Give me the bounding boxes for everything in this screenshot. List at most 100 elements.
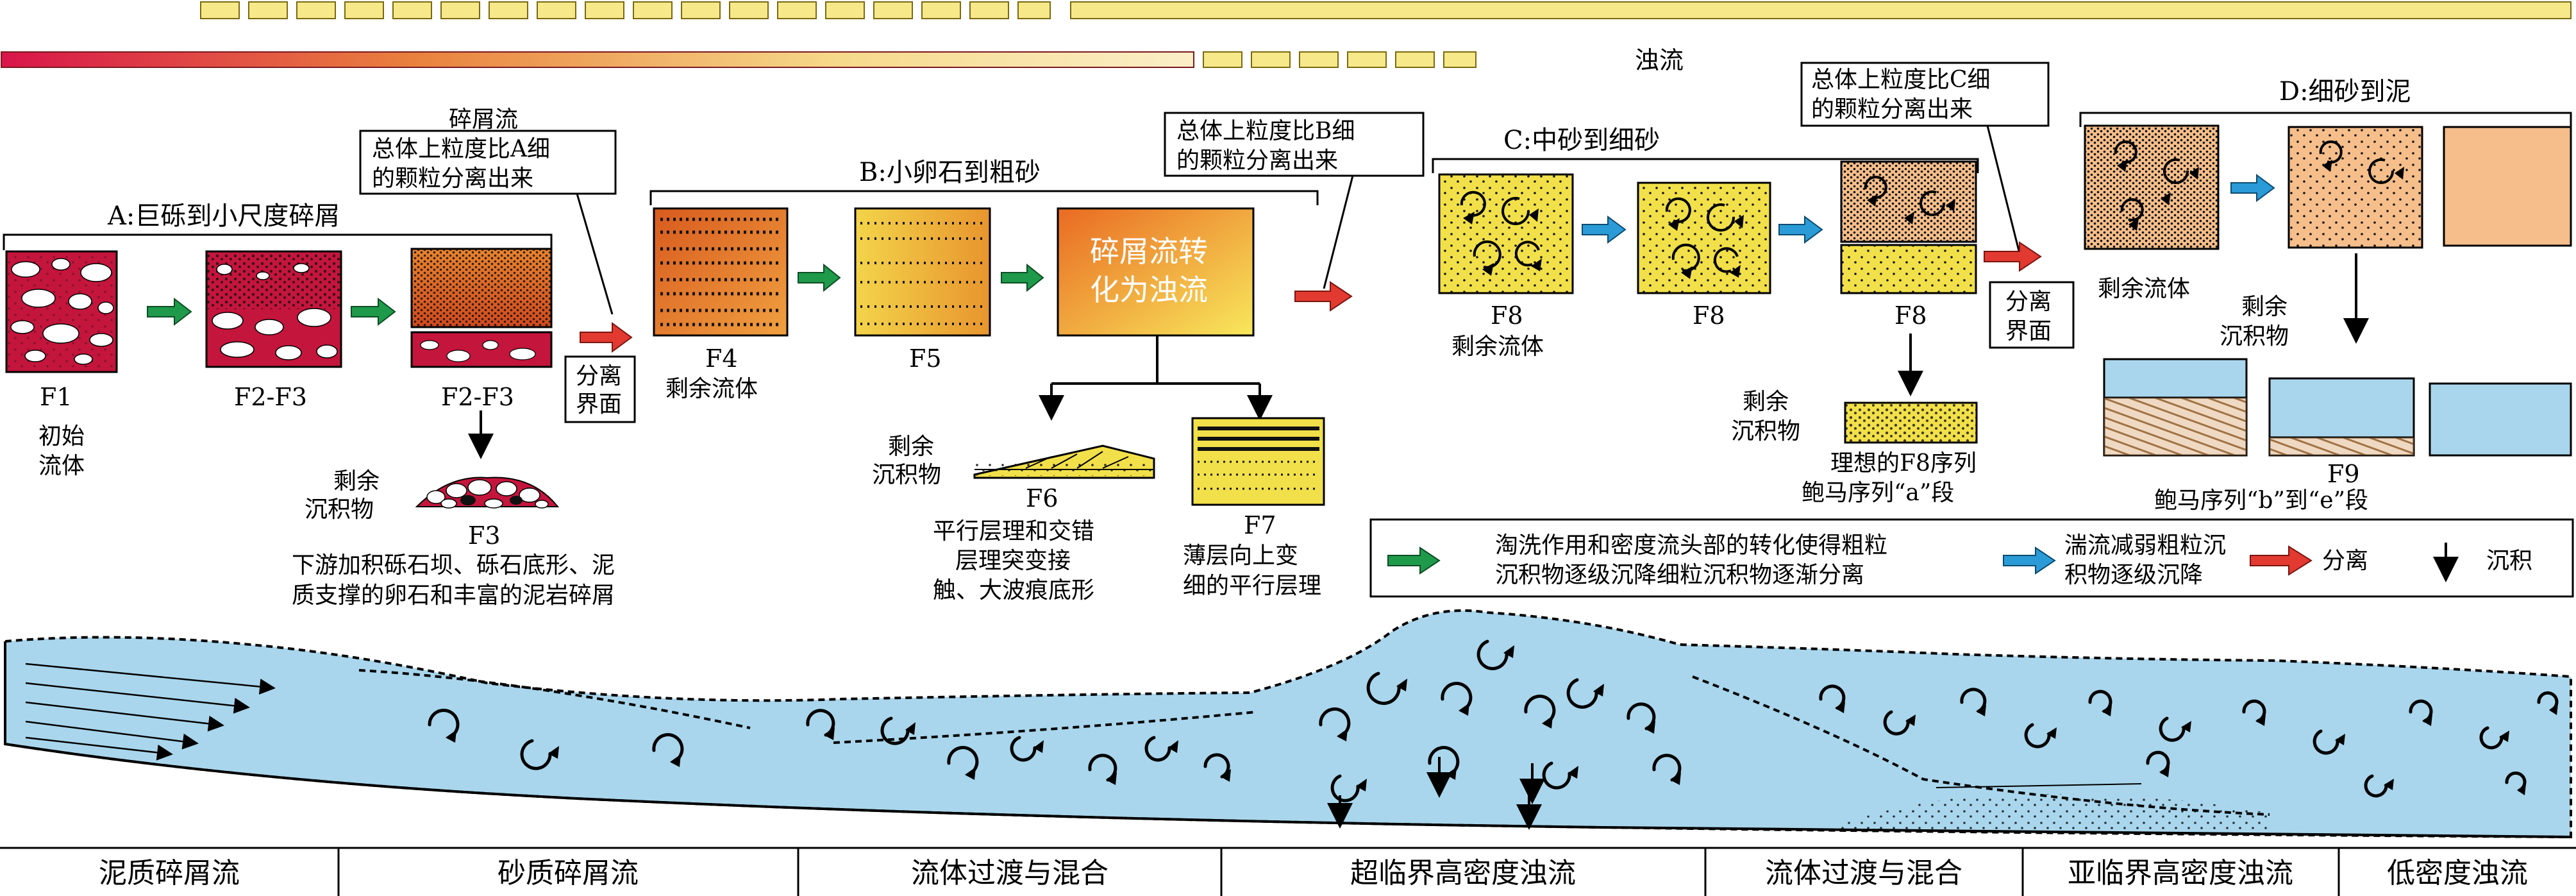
f7-box: [1191, 417, 1325, 506]
legend-red-text: 分离: [2322, 548, 2368, 574]
f7-desc-line1: 薄层向上变: [1183, 543, 1298, 569]
f9-label: F9: [2327, 460, 2360, 488]
blue-arrow-1: [1582, 216, 1627, 244]
legend-box: 淘洗作用和密度流头部的转化使得粗粒 沉积物逐级沉降细粒沉积物逐渐分离 湍流减弱粗…: [1369, 518, 2574, 598]
debris-flow-title: 碎屑流: [449, 106, 518, 133]
f6-label: F6: [1026, 484, 1058, 512]
svg-text:界面: 界面: [576, 391, 622, 418]
flow-body: [4, 609, 2572, 839]
svg-text:分离: 分离: [2005, 289, 2052, 315]
f8-residual-line1: 剩余: [1743, 389, 1789, 415]
f9-block-3: [2429, 382, 2572, 457]
f8-label-c: F8: [1894, 301, 1927, 330]
f8-label-b: F8: [1693, 301, 1725, 330]
svg-text:化为浊流: 化为浊流: [1090, 273, 1208, 307]
svg-text:的颗粒分离出来: 的颗粒分离出来: [1811, 96, 1973, 123]
svg-text:总体上粒度比B细: 总体上粒度比B细: [1176, 118, 1355, 144]
f9-block-2: [2268, 377, 2415, 457]
legend-blue-arrow: [2003, 546, 2056, 575]
f1-desc-line2: 流体: [38, 453, 85, 479]
legend-red-arrow: [2250, 545, 2313, 576]
f6-desc-line1: 平行层理和交错: [933, 518, 1094, 545]
f9-block-1: [2103, 358, 2248, 457]
svg-text:的颗粒分离出来: 的颗粒分离出来: [372, 165, 533, 192]
stage-supercritical-turbidity: 超临界高密度浊流: [1350, 857, 1576, 890]
green-arrow-3: [798, 263, 841, 292]
f3-deposit: [415, 477, 560, 509]
f9-desc: 鲍马序列“b”到“e”段: [2154, 487, 2368, 514]
f6-desc-line2: 层理突变接: [955, 548, 1071, 574]
blue-arrow-3: [2230, 174, 2275, 202]
f1-box: [5, 250, 118, 373]
transition-branches: [1039, 335, 1273, 421]
callout-finer-than-b: 总体上粒度比B细 的颗粒分离出来: [1164, 112, 1425, 289]
flow-settling-arrows: [1327, 757, 1545, 830]
d-box-1: [2084, 124, 2220, 250]
f3-residual-line1: 剩余: [333, 468, 380, 494]
svg-text:总体上粒度比C细: 总体上粒度比C细: [1811, 67, 1991, 93]
callout-finer-than-c: 总体上粒度比C细 的颗粒分离出来: [1800, 62, 2050, 254]
stage-sandy-debris-flow: 砂质碎屑流: [498, 857, 639, 890]
f8-ideal-line2: 鲍马序列“a”段: [1802, 480, 1954, 506]
group-c-title: C:中砂到细砂: [1503, 126, 1660, 155]
group-b-bracket: [649, 190, 1319, 205]
green-arrow-4: [1001, 263, 1044, 292]
d-box-2: [2287, 126, 2423, 249]
f1-label: F1: [40, 383, 72, 411]
legend-green-line1: 淘洗作用和密度流头部的转化使得粗粒: [1495, 532, 1887, 559]
f2-f3-label-b: F2-F3: [441, 383, 514, 411]
green-arrow-1: [147, 297, 192, 326]
f4-label: F4: [705, 344, 738, 373]
svg-text:碎屑流转: 碎屑流转: [1090, 234, 1208, 269]
red-arrow-ab: [580, 322, 633, 353]
stage-flow-transition-2: 流体过渡与混合: [1765, 857, 1962, 890]
f2-f3-label-a: F2-F3: [234, 383, 307, 411]
f7-desc-line2: 细的平行层理: [1183, 573, 1321, 599]
legend-green-arrow: [1387, 546, 1441, 575]
d-residual-sed-line1: 剩余: [2241, 294, 2287, 320]
f8-label-a: F8: [1491, 301, 1523, 330]
legend-blue-line2: 积物逐级沉降: [2064, 562, 2203, 588]
callout-finer-than-a: 总体上粒度比A细 的颗粒分离出来: [359, 130, 617, 315]
svg-text:的颗粒分离出来: 的颗粒分离出来: [1176, 148, 1338, 174]
stage-bar: [0, 847, 2576, 896]
stage-subcritical-turbidity: 亚临界高密度浊流: [2068, 857, 2293, 890]
f6-residual-line1: 剩余: [888, 434, 934, 460]
f5-label: F5: [909, 344, 942, 373]
stage-muddy-debris-flow: 泥质碎屑流: [99, 857, 240, 890]
blue-arrow-2: [1778, 216, 1823, 244]
f8-box-a: [1438, 173, 1574, 294]
f8-box-b: [1637, 182, 1771, 294]
red-arrow-cd: [1984, 241, 2042, 272]
f8-ideal-line1: 理想的F8序列: [1830, 450, 1977, 477]
f3-residual-line2: 沉积物: [305, 496, 374, 523]
green-arrow-2: [351, 297, 396, 326]
transition-box: 碎屑流转 化为浊流: [1057, 207, 1255, 337]
group-a-bracket: [3, 233, 553, 250]
f8-box-c: [1840, 160, 1977, 294]
f7-label: F7: [1244, 511, 1276, 539]
stage-low-density-turbidity: 低密度浊流: [2387, 857, 2528, 890]
group-d-title: D:细砂到泥: [2279, 77, 2411, 106]
svg-text:总体上粒度比A细: 总体上粒度比A细: [372, 136, 550, 162]
f2-f3-box-a: [205, 250, 342, 368]
f6-residual-line2: 沉积物: [872, 462, 941, 488]
top-gold-bar-row: [200, 1, 2572, 19]
svg-text:界面: 界面: [2005, 318, 2052, 344]
d-residual-fluid: 剩余流体: [2098, 276, 2190, 302]
d-residual-sed-line2: 沉积物: [2220, 323, 2289, 350]
group-c-bracket: [1432, 158, 1979, 173]
f8-ideal-deposit: [1844, 402, 1978, 444]
f5-box: [854, 207, 991, 337]
legend-green-line2: 沉积物逐级沉降细粒沉积物逐渐分离: [1495, 562, 1864, 588]
svg-text:分离: 分离: [576, 363, 622, 389]
stage-flow-transition-1: 流体过渡与混合: [911, 857, 1108, 890]
flow-eddy-heads: [446, 645, 2558, 795]
f1-desc-line1: 初始: [38, 423, 85, 450]
group-d-bracket: [2079, 112, 2572, 127]
f4-box: [653, 207, 789, 337]
f3-desc-line1: 下游加积砾石坝、砾石底形、泥: [292, 552, 615, 579]
f8-desc-a: 剩余流体: [1451, 334, 1544, 360]
turbidity-gradient-bar: 浊流: [1, 46, 1684, 74]
